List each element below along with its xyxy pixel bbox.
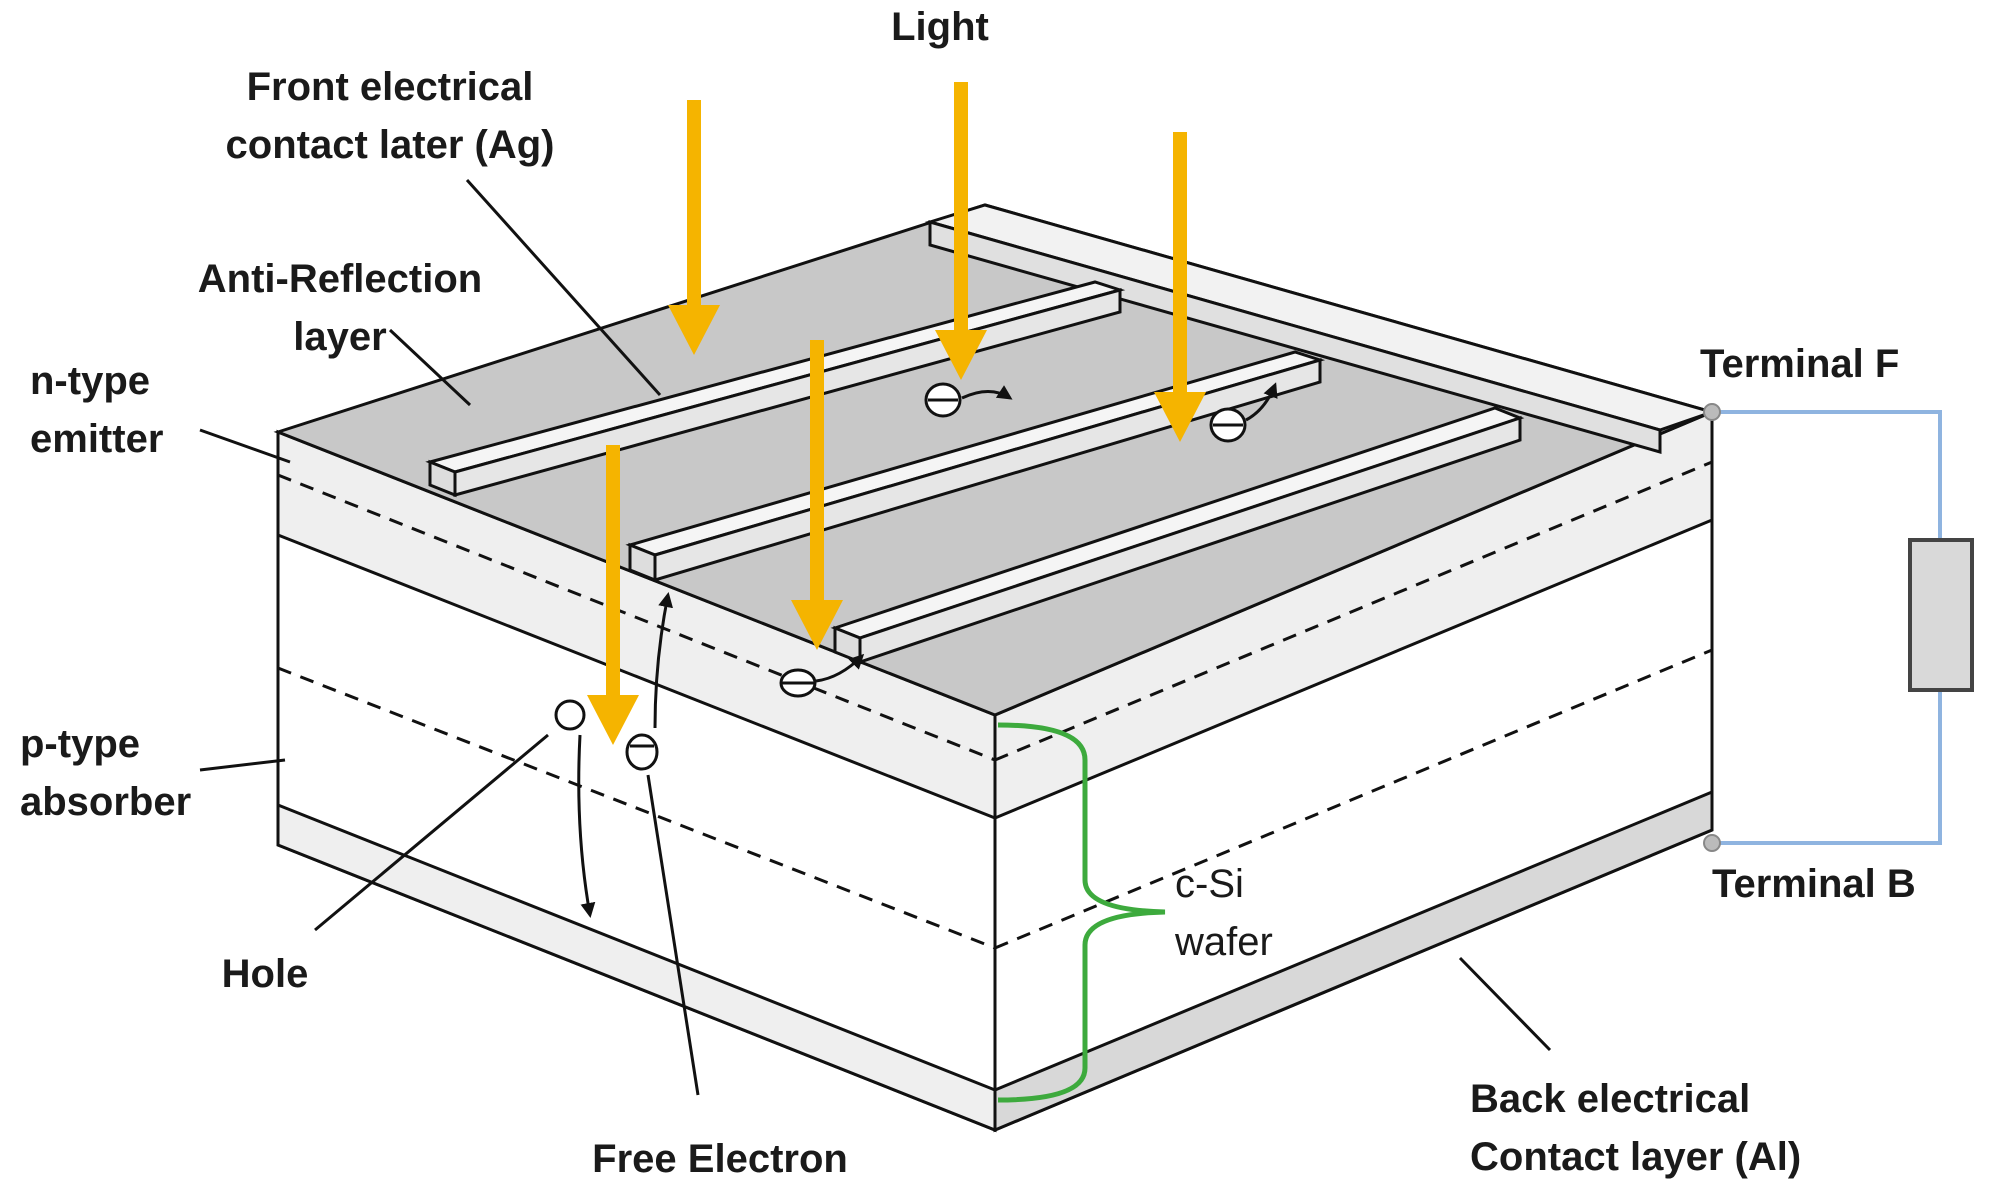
label-hole: Hole: [221, 952, 309, 996]
left-face: [276, 429, 997, 1133]
label-terminal-b: Terminal B: [1712, 862, 1916, 906]
label-front-contact-line1: Front electrical: [246, 65, 534, 109]
carriers: [554, 382, 1247, 771]
terminal-b-dot: [1703, 834, 1721, 852]
label-p-absorber-line2: absorber: [20, 780, 192, 824]
label-p-absorber-line1: p-type: [20, 722, 140, 766]
label-anti-reflection: Anti-Reflection layer: [160, 250, 520, 366]
label-front-contact: Front electrical contact later (Ag): [180, 58, 600, 174]
wafer-brace: [997, 722, 1166, 1103]
label-free-electron: Free Electron: [592, 1137, 848, 1181]
right-face: [993, 409, 1714, 1133]
light-arrow-icon: [587, 445, 639, 745]
carrier-motion-arrows: [577, 382, 1278, 918]
label-n-emitter: n-type emitter: [30, 352, 230, 468]
label-back-contact-line1: Back electrical: [1470, 1077, 1751, 1121]
light-arrow-icon: [668, 100, 720, 355]
light-arrows: [587, 82, 1206, 745]
label-anti-reflection-line2: layer: [293, 315, 387, 359]
load-resistor-icon: [1908, 538, 1974, 692]
external-circuit: [1703, 403, 1974, 852]
label-n-emitter-line2: emitter: [30, 417, 164, 461]
leader-lines: [199, 178, 1552, 1096]
label-anti-reflection-line1: Anti-Reflection: [197, 257, 483, 301]
label-csi-wafer: c-Si wafer: [1175, 855, 1355, 971]
light-arrow-icon: [935, 82, 987, 380]
label-front-contact-line2: contact later (Ag): [225, 123, 555, 167]
terminal-f-dot: [1703, 403, 1721, 421]
electron-circle-icon: [625, 733, 659, 771]
hole-circle-icon: [554, 699, 586, 731]
label-light: Light: [891, 5, 989, 49]
label-csi-wafer-line2: wafer: [1175, 920, 1273, 964]
light-arrow-icon: [791, 340, 843, 650]
label-csi-wafer-line1: c-Si: [1175, 862, 1244, 906]
label-terminal-f: Terminal F: [1700, 342, 1900, 386]
label-n-emitter-line1: n-type: [30, 359, 150, 403]
label-p-absorber: p-type absorber: [20, 715, 220, 831]
label-back-contact: Back electrical Contact layer (Al): [1470, 1070, 1890, 1186]
light-arrow-icon: [1154, 132, 1206, 442]
label-back-contact-line2: Contact layer (Al): [1470, 1135, 1802, 1179]
